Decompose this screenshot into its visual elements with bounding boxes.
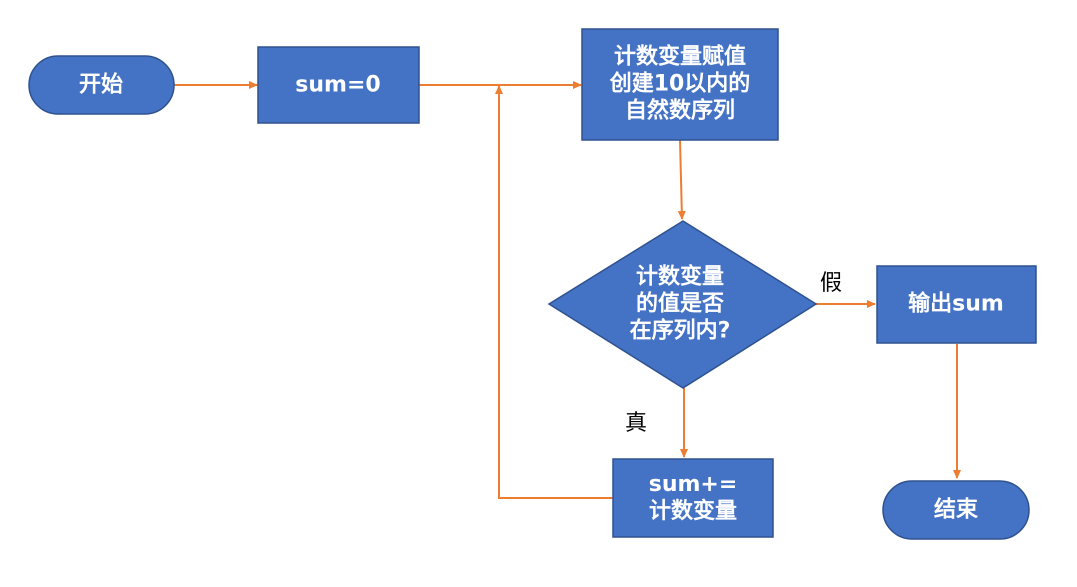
output-line-1: 输出sum bbox=[908, 291, 1004, 317]
output-sum-label: 输出sum bbox=[908, 291, 1004, 317]
accumulate-line-2: 计数变量 bbox=[649, 498, 737, 524]
output-sum-process: 输出sum bbox=[876, 265, 1037, 344]
start-terminal: 开始 bbox=[28, 55, 175, 115]
init-sum-label: sum=0 bbox=[295, 73, 380, 98]
decision-line-2: 的值是否 bbox=[636, 291, 724, 317]
decision-line-1: 计数变量 bbox=[636, 264, 724, 290]
assign-counter-process: 计数变量赋值创建10以内的自然数序列 bbox=[581, 28, 779, 141]
end-line-1: 结束 bbox=[934, 497, 979, 523]
edge-accumulate-loop-back bbox=[495, 85, 613, 499]
start-label: 开始 bbox=[79, 72, 123, 98]
end-label: 结束 bbox=[934, 497, 979, 523]
end-terminal: 结束 bbox=[882, 480, 1030, 540]
assign-line-2: 创建10以内的 bbox=[609, 71, 751, 97]
decision-line-3: 在序列内? bbox=[630, 318, 731, 344]
decision-label: 计数变量的值是否在序列内? bbox=[630, 264, 731, 344]
assign-counter-label: 计数变量赋值创建10以内的自然数序列 bbox=[609, 44, 751, 124]
decision-diamond: 计数变量的值是否在序列内? bbox=[547, 220, 818, 389]
assign-line-1: 计数变量赋值 bbox=[614, 44, 746, 70]
accumulate-process: sum+=计数变量 bbox=[612, 458, 774, 538]
connectors bbox=[174, 81, 961, 499]
assign-line-3: 自然数序列 bbox=[625, 98, 735, 124]
init-sum-process: sum=0 bbox=[257, 46, 420, 124]
accumulate-label: sum+=计数变量 bbox=[649, 472, 738, 524]
edge-label-false: 假 bbox=[820, 271, 842, 296]
start-line-1: 开始 bbox=[79, 72, 123, 98]
accumulate-line-1: sum+= bbox=[649, 472, 738, 497]
edge-label-true: 真 bbox=[625, 411, 647, 436]
edge-assign-to-decision bbox=[677, 139, 686, 220]
init-line-1: sum=0 bbox=[295, 73, 380, 98]
